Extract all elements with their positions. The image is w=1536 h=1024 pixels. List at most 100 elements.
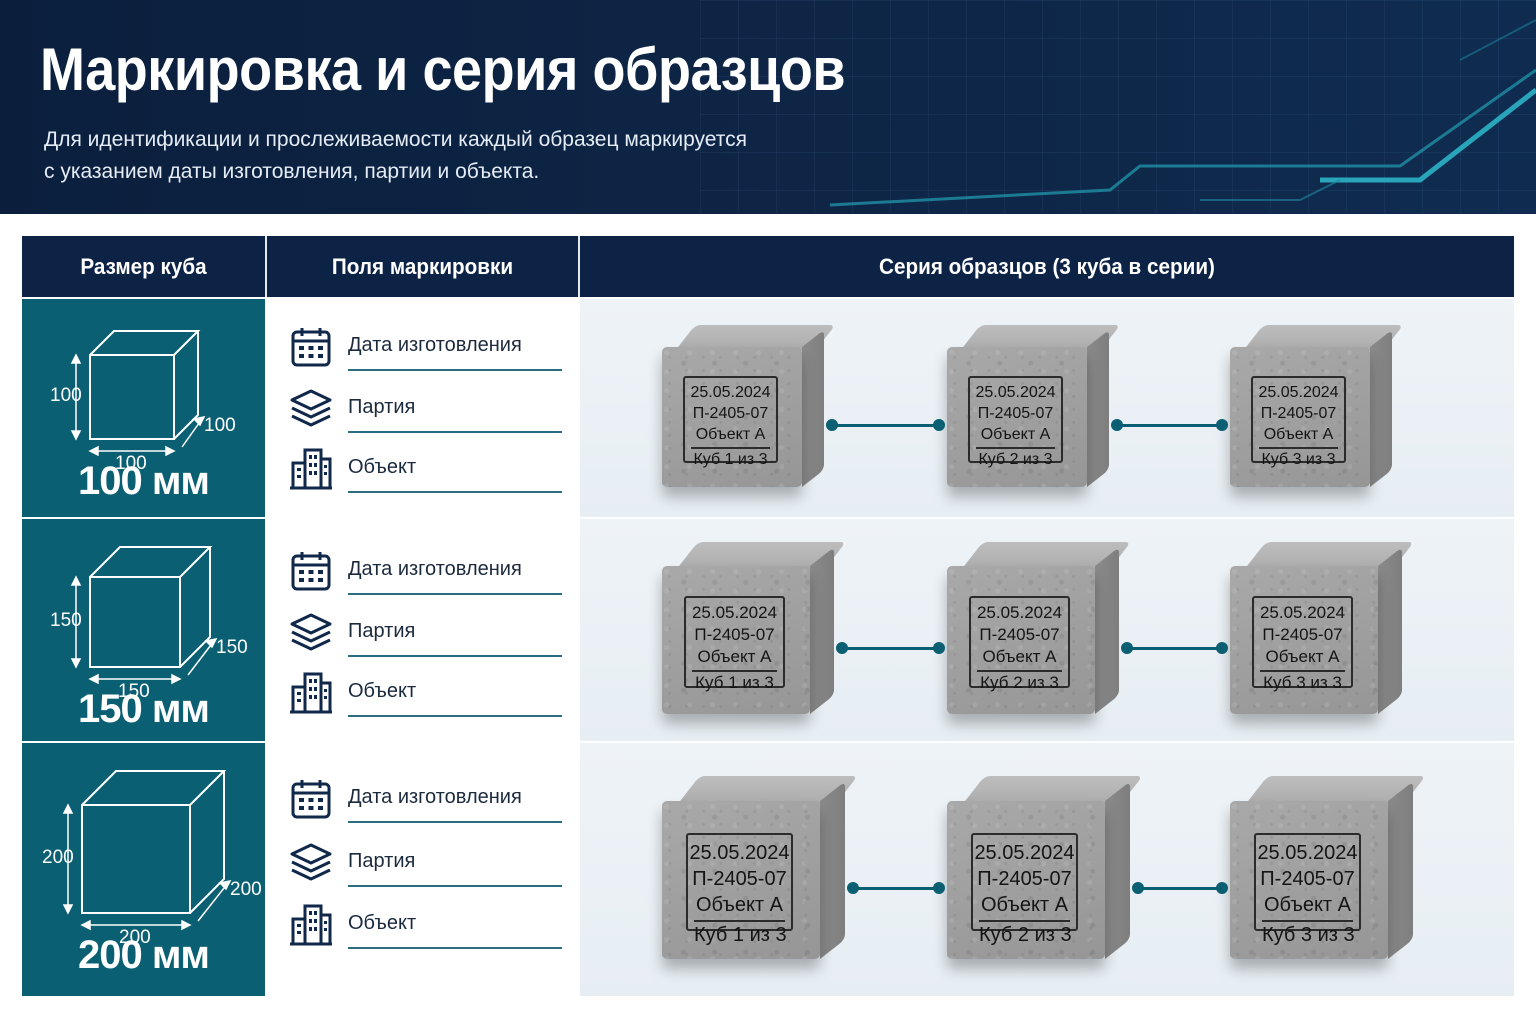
marking-field: Партия [267, 611, 578, 671]
marking-object: Объект А [1263, 894, 1351, 916]
column-header-fields: Поля маркировки [331, 253, 514, 279]
marking-batch: П-2405-07 [979, 625, 1060, 644]
marking-object: Объект А [1263, 426, 1334, 443]
marking-object: Объект А [1265, 647, 1340, 666]
series-connector [1127, 647, 1222, 650]
marking-field: Объект [267, 447, 578, 507]
marking-field: Объект [267, 903, 578, 963]
samples-table: Размер куба Поля маркировки Серия образц… [22, 236, 1514, 996]
row-divider [22, 517, 1514, 519]
marking-object: Объект А [695, 426, 766, 443]
field-underline [348, 821, 562, 823]
subtitle-line-1: Для идентификации и прослеживаемости каж… [44, 128, 748, 151]
dim-height-label: 200 [42, 847, 74, 868]
dim-width-label: 150 [118, 681, 150, 702]
marking-index: Куб 3 из 3 [1259, 447, 1338, 470]
cube-outline-icon [62, 770, 232, 931]
marking-field-label: Партия [348, 396, 416, 418]
cube-side-face [1087, 329, 1109, 487]
field-underline [348, 431, 562, 433]
layers-icon [289, 611, 333, 655]
cube-front-face [662, 347, 802, 487]
marking-index: Куб 2 из 3 [979, 920, 1072, 948]
marking-field-label: Объект [348, 912, 417, 934]
marking-date: 25.05.2024 [1257, 842, 1358, 864]
connector-dot [1216, 419, 1228, 431]
building-icon [289, 447, 333, 491]
marking-batch: П-2405-07 [977, 868, 1072, 890]
building-icon [289, 671, 333, 715]
marking-date: 25.05.2024 [689, 842, 790, 864]
cube-outline-icon [70, 330, 206, 457]
cube-front-face [1230, 347, 1370, 487]
field-underline [348, 369, 562, 371]
field-underline [348, 655, 562, 657]
marking-batch: П-2405-07 [692, 868, 787, 890]
series-connector [842, 647, 939, 650]
marking-date: 25.05.2024 [974, 842, 1075, 864]
row-divider [22, 741, 1514, 743]
connector-dot [847, 882, 859, 894]
header-banner: Маркировка и серия образцов Для идентифи… [0, 0, 1536, 214]
marking-batch: П-2405-07 [977, 405, 1054, 422]
column-header-size: Размер куба [80, 253, 207, 279]
marking-batch: П-2405-07 [692, 405, 769, 422]
cube-side-face [802, 329, 824, 487]
cube-outline-icon [70, 546, 218, 685]
marking-object: Объект А [697, 647, 772, 666]
connector-dot [836, 642, 848, 654]
cube-front-face [947, 801, 1105, 959]
cube-front-face [947, 347, 1087, 487]
dim-depth-label: 200 [230, 879, 262, 900]
marking-field: Объект [267, 671, 578, 731]
size-label: 200 мм [77, 933, 210, 977]
cube-front-face [662, 566, 810, 714]
calendar-icon [289, 325, 333, 369]
cube-front-face [1230, 801, 1388, 959]
field-underline [348, 491, 562, 493]
marking-index: Куб 2 из 3 [977, 670, 1062, 694]
connector-dot [1216, 642, 1228, 654]
cube-front-face [662, 801, 820, 959]
marking-index: Куб 3 из 3 [1260, 670, 1345, 694]
dim-depth-label: 100 [204, 415, 236, 436]
field-underline [348, 715, 562, 717]
cube-front-face [1230, 566, 1378, 714]
connector-dot [933, 642, 945, 654]
marking-batch: П-2405-07 [1260, 868, 1355, 890]
series-connector [832, 424, 939, 427]
connector-dot [933, 419, 945, 431]
marking-field: Дата изготовления [267, 777, 578, 837]
marking-batch: П-2405-07 [1262, 625, 1343, 644]
column-divider [265, 236, 267, 297]
marking-field-label: Дата изготовления [348, 786, 522, 808]
field-underline [348, 947, 562, 949]
connector-dot [1111, 419, 1123, 431]
marking-batch: П-2405-07 [1260, 405, 1337, 422]
marking-object: Объект А [980, 894, 1068, 916]
connector-dot [1132, 882, 1144, 894]
series-connector [1117, 424, 1222, 427]
page-title: Маркировка и серия образцов [40, 36, 846, 103]
field-underline [348, 885, 562, 887]
marking-index: Куб 1 из 3 [692, 670, 777, 694]
marking-field: Партия [267, 387, 578, 447]
cube-side-face [820, 781, 845, 959]
